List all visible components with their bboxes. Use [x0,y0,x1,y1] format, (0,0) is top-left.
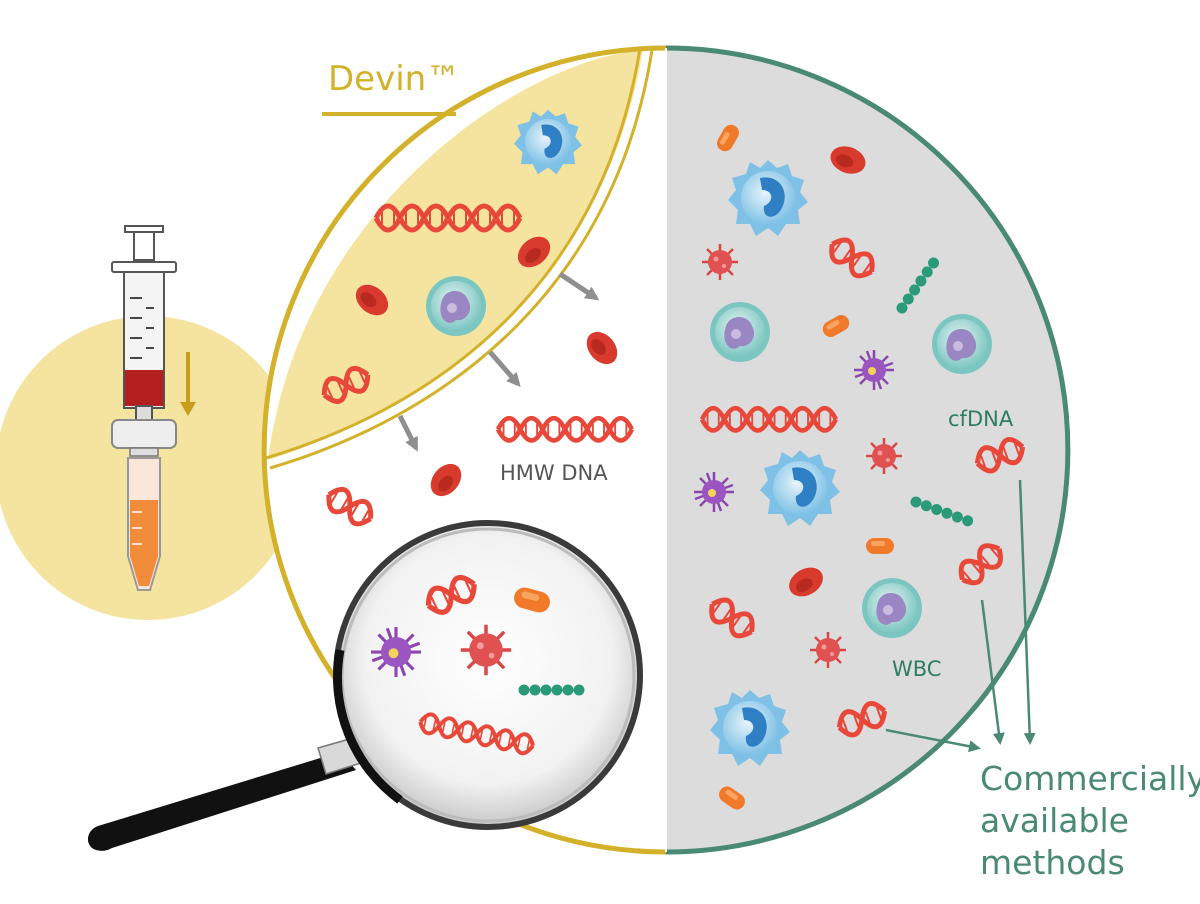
wbc-label: WBC [892,657,941,681]
virus-icon [700,242,740,282]
virus-icon [864,436,904,476]
commercial-label-line3: methods [980,843,1125,882]
white-blood-cell-icon [710,302,770,362]
flow-arrow-icon [397,271,600,452]
white-blood-cell-icon [426,276,486,336]
white-blood-cell-icon [932,314,992,374]
hmw-dna-label: HMW DNA [500,461,608,485]
flow-arrow-icon [885,479,1036,753]
white-blood-cell-icon [862,578,922,638]
bacteria-icon [866,538,894,554]
devin-brand-label: Devin™ [328,59,460,99]
virus-icon [808,630,848,670]
virus-icon [369,625,423,679]
virus-icon [459,623,513,677]
virus-icon [692,470,736,514]
commercial-label-line2: available [980,801,1129,840]
magnifying-glass-icon [87,520,643,851]
cfdna-label: cfDNA [948,407,1014,431]
syringe-filter-icon [111,225,196,591]
commercial-label-line1: Commercially [980,759,1200,798]
virus-icon [852,348,896,392]
